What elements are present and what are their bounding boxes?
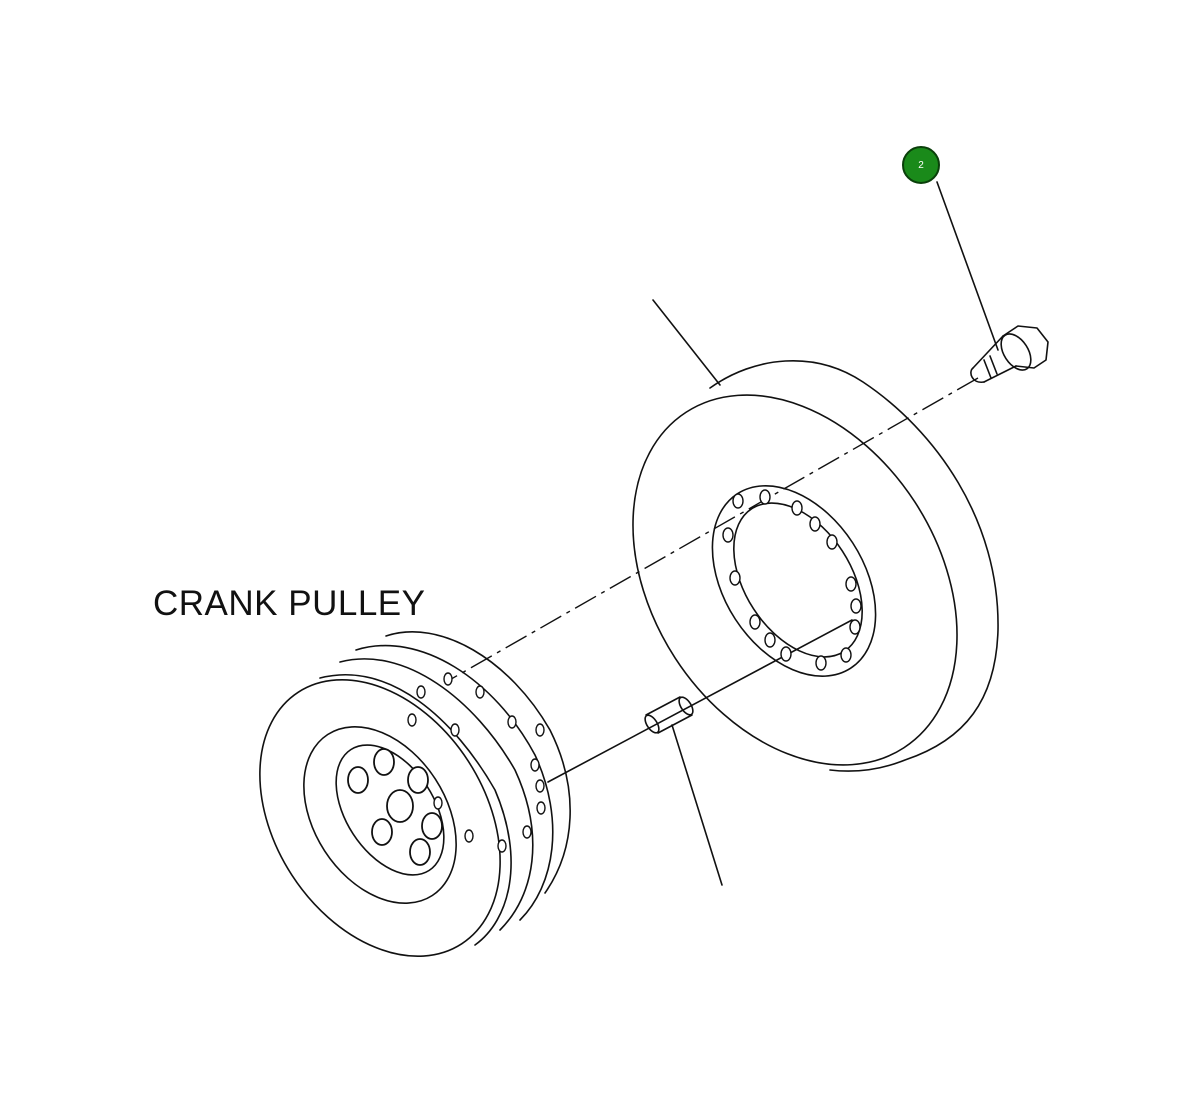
callout-leader-line [936,181,999,351]
crank-pulley [259,631,571,957]
pulley-groove [385,631,571,894]
hub-hole [373,748,395,776]
damper-front-face [632,394,958,766]
dowel-pin [644,696,694,734]
bolt-hole [845,576,857,592]
rim-hole [536,801,546,815]
bolt-tip [970,367,985,383]
hub-hole [347,766,369,794]
bolt-hole [749,614,761,630]
damper-outer-rim [709,360,999,772]
pulley-hub-holes [347,748,443,866]
bolt-hole [840,647,852,663]
hub-hole [386,789,414,823]
bolt-hole [791,500,803,516]
pulley-recess [303,726,457,904]
bolt-hole [826,534,838,550]
bolt-shank-top [972,335,1004,369]
callout-balloon-2[interactable]: 2 [902,146,940,184]
rim-hole [464,829,474,843]
damper-disk [632,360,999,772]
pulley-front-face [259,679,501,957]
bolt-thread [989,355,998,375]
rim-hole [407,713,417,727]
rim-hole [507,715,517,729]
part-label-crank-pulley: CRANK PULLEY [153,584,426,623]
hub-hole [407,766,429,794]
hub-hole [371,818,393,846]
rim-hole [530,758,540,772]
bolt-hole [850,598,862,614]
bolt-shank-bottom [983,365,1017,383]
rim-hole [475,685,485,699]
rim-hole [450,723,460,737]
flange-bolt [970,325,1049,383]
pin-end [678,696,694,716]
bolt-hole [764,632,776,648]
bolt-thread [983,359,992,379]
pulley-groove [355,644,554,921]
pulley-rim-holes [407,672,546,853]
pin-bottom [657,714,693,734]
leader-line-upper [652,299,721,386]
rim-hole [535,723,545,737]
leader-line-lower [671,724,723,886]
bolt-axis-line [445,377,979,683]
rim-hole [433,796,443,810]
rim-hole [522,825,532,839]
bolt-hole [722,527,734,543]
damper-bolt-holes [722,489,862,671]
rim-hole [416,685,426,699]
hub-hole [409,838,431,866]
bolt-head [1002,325,1049,369]
pulley-groove [339,658,534,931]
hub-hole [421,812,443,840]
pulley-groove [319,673,512,946]
bolt-hole [732,493,744,509]
bolt-hole [729,570,741,586]
bolt-hole [809,516,821,532]
pin-end [644,714,660,734]
rim-hole [535,779,545,793]
damper-hub-flange [711,485,877,677]
dowel-axis-line [547,619,853,783]
callout-number: 2 [918,159,924,171]
bolt-hole [849,619,861,635]
bolt-hole [815,655,827,671]
bolt-hole [780,646,792,662]
bolt-hole [759,489,771,505]
bolt-flange [1000,333,1032,371]
rim-hole [497,839,507,853]
pin-top [645,696,681,716]
rim-hole [443,672,453,686]
